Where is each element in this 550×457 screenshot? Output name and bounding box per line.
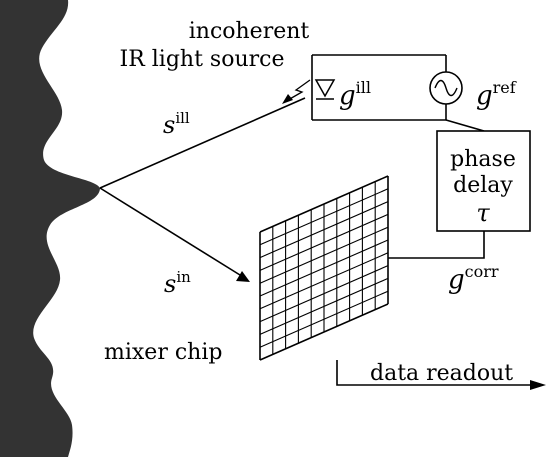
emission-zigzag	[287, 79, 311, 101]
illumination-ray	[99, 97, 306, 189]
data-readout-label: data readout	[370, 361, 513, 386]
grid-row-line	[259, 188, 389, 246]
s-ill-label: sill	[163, 109, 190, 139]
delay-label: delay	[453, 173, 513, 198]
incident-arrowhead	[236, 271, 250, 282]
mixer-chip-label: mixer chip	[104, 340, 222, 365]
g-ref-label: gref	[476, 78, 517, 111]
tau-label: τ	[476, 199, 490, 227]
grid-row-line	[259, 239, 389, 297]
source-label-line1: incoherent	[189, 19, 310, 44]
emission-arrowhead	[282, 94, 293, 104]
corr-wire	[388, 231, 485, 259]
grid-row-line	[259, 201, 389, 259]
grid-row-line	[259, 303, 389, 361]
phase-delay-box	[436, 130, 531, 232]
grid-row-line	[259, 175, 389, 233]
grid-row-line	[259, 226, 389, 284]
grid-row-line	[259, 290, 389, 348]
grid-row-line	[259, 277, 389, 335]
g-corr-label: gcorr	[448, 262, 499, 295]
mixer-chip-grid	[259, 175, 389, 361]
source-label-line2: IR light source	[120, 47, 285, 72]
oscillator-icon	[429, 71, 463, 105]
phase-label: phase	[450, 147, 516, 172]
g-ill-label: gill	[339, 78, 371, 111]
ref-wire	[445, 119, 485, 132]
s-in-label: sin	[164, 268, 191, 298]
incident-ray	[99, 187, 241, 276]
readout-arrowhead	[530, 380, 546, 390]
object-surface	[0, 0, 100, 457]
grid-row-line	[259, 265, 389, 323]
grid-row-line	[259, 213, 389, 271]
readout-wire	[336, 360, 535, 386]
grid-row-line	[259, 252, 389, 310]
led-diode-icon	[314, 79, 336, 100]
